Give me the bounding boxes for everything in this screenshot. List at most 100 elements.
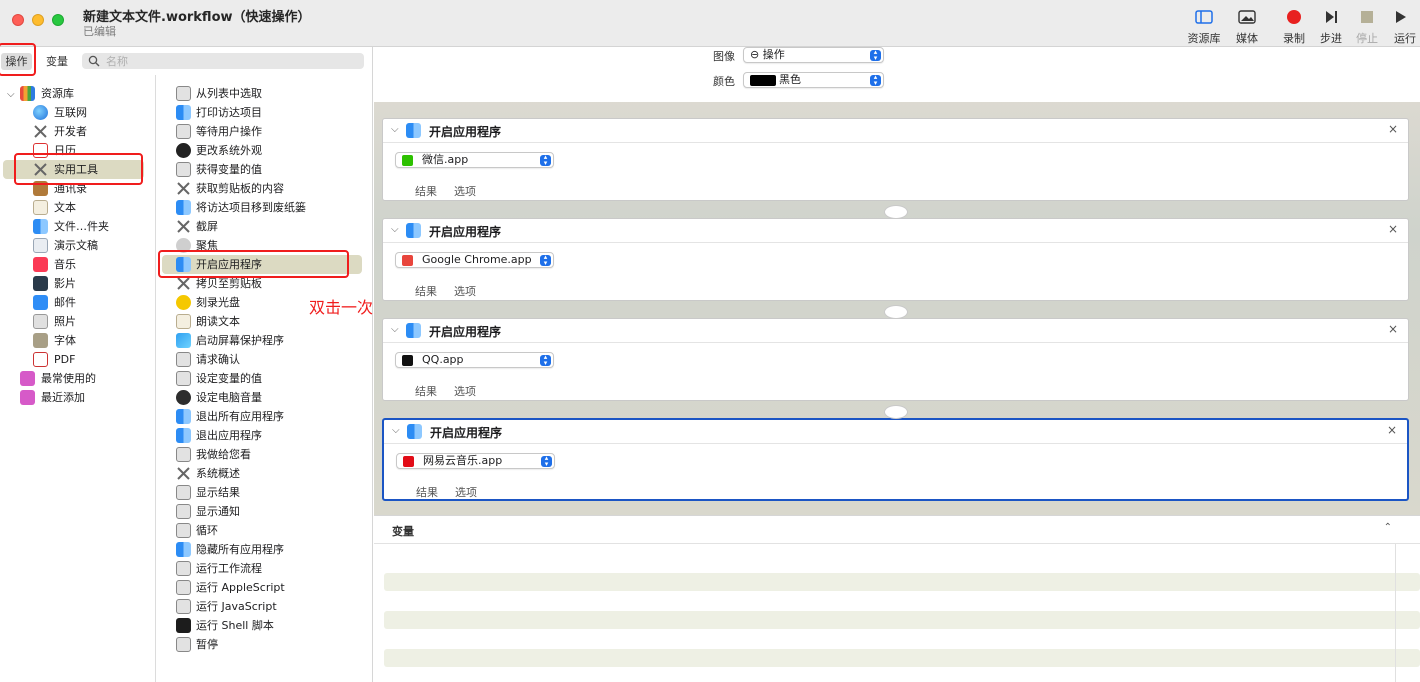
- color-popup[interactable]: 黑色 ▴▾: [743, 72, 884, 88]
- action-item[interactable]: 获取剪贴板的内容: [156, 179, 372, 198]
- action-item[interactable]: 我做给您看: [156, 445, 372, 464]
- results-tab[interactable]: 结果: [416, 486, 438, 499]
- close-icon[interactable]: ×: [1387, 322, 1398, 336]
- action-item[interactable]: 将访达项目移到废纸篓: [156, 198, 372, 217]
- library-item-internet[interactable]: 互联网: [0, 103, 156, 122]
- close-icon[interactable]: ×: [1387, 222, 1398, 236]
- action-item[interactable]: 隐藏所有应用程序: [156, 540, 372, 559]
- library-item-text[interactable]: 文本: [0, 198, 156, 217]
- library-item-movies[interactable]: 影片: [0, 274, 156, 293]
- action-item[interactable]: 开启应用程序: [162, 255, 362, 274]
- chevron-down-icon[interactable]: ⌵: [391, 224, 399, 235]
- action-item[interactable]: 启动屏幕保护程序: [156, 331, 372, 350]
- action-item[interactable]: 刻录光盘: [156, 293, 372, 312]
- action-item[interactable]: 请求确认: [156, 350, 372, 369]
- library-root[interactable]: ⌵ 资源库: [0, 84, 156, 103]
- action-item[interactable]: 退出应用程序: [156, 426, 372, 445]
- workflow-canvas[interactable]: 图像 ⊖ 操作 ▴▾ 颜色 黑色 ▴▾ ⌵开启应用程序×微信.app▴▾结果选项…: [374, 47, 1420, 515]
- action-item[interactable]: 退出所有应用程序: [156, 407, 372, 426]
- smart-group-recently-added[interactable]: 最近添加: [0, 388, 156, 407]
- library-button[interactable]: 资源库: [1184, 6, 1224, 46]
- action-item[interactable]: 获得变量的值: [156, 160, 372, 179]
- library-item-developer[interactable]: 开发者: [0, 122, 156, 141]
- results-tab[interactable]: 结果: [415, 285, 437, 298]
- app-popup[interactable]: 微信.app▴▾: [395, 152, 554, 168]
- library-item-music[interactable]: 音乐: [0, 255, 156, 274]
- action-item[interactable]: 从列表中选取: [156, 84, 372, 103]
- step-icon: [1326, 11, 1337, 23]
- chevron-down-icon[interactable]: ⌵: [392, 425, 400, 436]
- action-item[interactable]: 设定电脑音量: [156, 388, 372, 407]
- window-title: 新建文本文件.workflow（快速操作）: [83, 10, 311, 25]
- library-item-pdf[interactable]: PDF: [0, 350, 156, 369]
- tab-actions[interactable]: 操作: [1, 53, 32, 70]
- action-item[interactable]: 系统概述: [156, 464, 372, 483]
- close-icon[interactable]: ×: [1386, 423, 1397, 437]
- smart-folder-icon: [20, 390, 35, 405]
- action-item[interactable]: 运行 AppleScript: [156, 578, 372, 597]
- stop-button[interactable]: 停止: [1347, 6, 1387, 46]
- library-item-fonts[interactable]: 字体: [0, 331, 156, 350]
- library-item-mail[interactable]: 邮件: [0, 293, 156, 312]
- close-icon[interactable]: ×: [1387, 122, 1398, 136]
- chevron-up-icon[interactable]: ⌃: [1383, 522, 1392, 533]
- options-tab[interactable]: 选项: [454, 285, 476, 298]
- action-item-label: 获得变量的值: [196, 163, 262, 176]
- action-icon: [176, 143, 191, 158]
- options-tab[interactable]: 选项: [454, 385, 476, 398]
- media-button[interactable]: 媒体: [1227, 6, 1267, 46]
- tools-icon: [34, 163, 47, 176]
- search-field[interactable]: [82, 53, 364, 69]
- options-tab[interactable]: 选项: [455, 486, 477, 499]
- results-tab[interactable]: 结果: [415, 385, 437, 398]
- results-tab[interactable]: 结果: [415, 185, 437, 198]
- app-popup[interactable]: Google Chrome.app▴▾: [395, 252, 554, 268]
- action-item[interactable]: 打印访达项目: [156, 103, 372, 122]
- close-window-button[interactable]: [12, 14, 24, 26]
- workflow-action-block[interactable]: ⌵开启应用程序×网易云音乐.app▴▾结果选项: [382, 418, 1409, 501]
- library-item-label: 字体: [54, 334, 76, 347]
- step-button[interactable]: 步进: [1311, 6, 1351, 46]
- chevron-down-icon[interactable]: ⌵: [391, 324, 399, 335]
- app-popup[interactable]: 网易云音乐.app▴▾: [396, 453, 555, 469]
- zoom-window-button[interactable]: [52, 14, 64, 26]
- workflow-action-block[interactable]: ⌵开启应用程序×微信.app▴▾结果选项: [382, 118, 1409, 201]
- smart-group-label: 最常使用的: [41, 372, 96, 385]
- workflow-action-block[interactable]: ⌵开启应用程序×Google Chrome.app▴▾结果选项: [382, 218, 1409, 301]
- action-list: 从列表中选取打印访达项目等待用户操作更改系统外观获得变量的值获取剪贴板的内容将访…: [156, 75, 372, 682]
- library-item-presentations[interactable]: 演示文稿: [0, 236, 156, 255]
- record-button[interactable]: 录制: [1274, 6, 1314, 46]
- action-item[interactable]: 拷贝至剪贴板: [156, 274, 372, 293]
- library-item-utilities[interactable]: 实用工具: [3, 160, 144, 179]
- action-item[interactable]: 显示结果: [156, 483, 372, 502]
- library-item-photos[interactable]: 照片: [0, 312, 156, 331]
- action-item[interactable]: 截屏: [156, 217, 372, 236]
- action-item[interactable]: 设定变量的值: [156, 369, 372, 388]
- app-popup[interactable]: QQ.app▴▾: [395, 352, 554, 368]
- action-icon: [176, 314, 191, 329]
- minimize-window-button[interactable]: [32, 14, 44, 26]
- record-icon: [1287, 10, 1301, 24]
- tab-variables[interactable]: 变量: [46, 55, 68, 68]
- segmented-control: 操作 变量: [0, 47, 373, 75]
- action-item[interactable]: 运行 Shell 脚本: [156, 616, 372, 635]
- action-item[interactable]: 聚焦: [156, 236, 372, 255]
- workflow-action-block[interactable]: ⌵开启应用程序×QQ.app▴▾结果选项: [382, 318, 1409, 401]
- library-item-files-folders[interactable]: 文件…件夹: [0, 217, 156, 236]
- action-item[interactable]: 等待用户操作: [156, 122, 372, 141]
- action-item[interactable]: 更改系统外观: [156, 141, 372, 160]
- chevron-down-icon[interactable]: ⌵: [391, 124, 399, 135]
- action-item[interactable]: 运行工作流程: [156, 559, 372, 578]
- smart-group-most-used[interactable]: 最常使用的: [0, 369, 156, 388]
- action-item[interactable]: 暂停: [156, 635, 372, 654]
- search-input[interactable]: [106, 53, 356, 69]
- chevron-down-icon[interactable]: ⌵: [7, 89, 15, 100]
- action-item[interactable]: 循环: [156, 521, 372, 540]
- library-item-label: 实用工具: [54, 163, 98, 176]
- action-item[interactable]: 运行 JavaScript: [156, 597, 372, 616]
- options-tab[interactable]: 选项: [454, 185, 476, 198]
- run-button[interactable]: 运行: [1380, 6, 1420, 46]
- image-popup[interactable]: ⊖ 操作 ▴▾: [743, 47, 884, 63]
- action-item[interactable]: 朗读文本: [156, 312, 372, 331]
- action-item[interactable]: 显示通知: [156, 502, 372, 521]
